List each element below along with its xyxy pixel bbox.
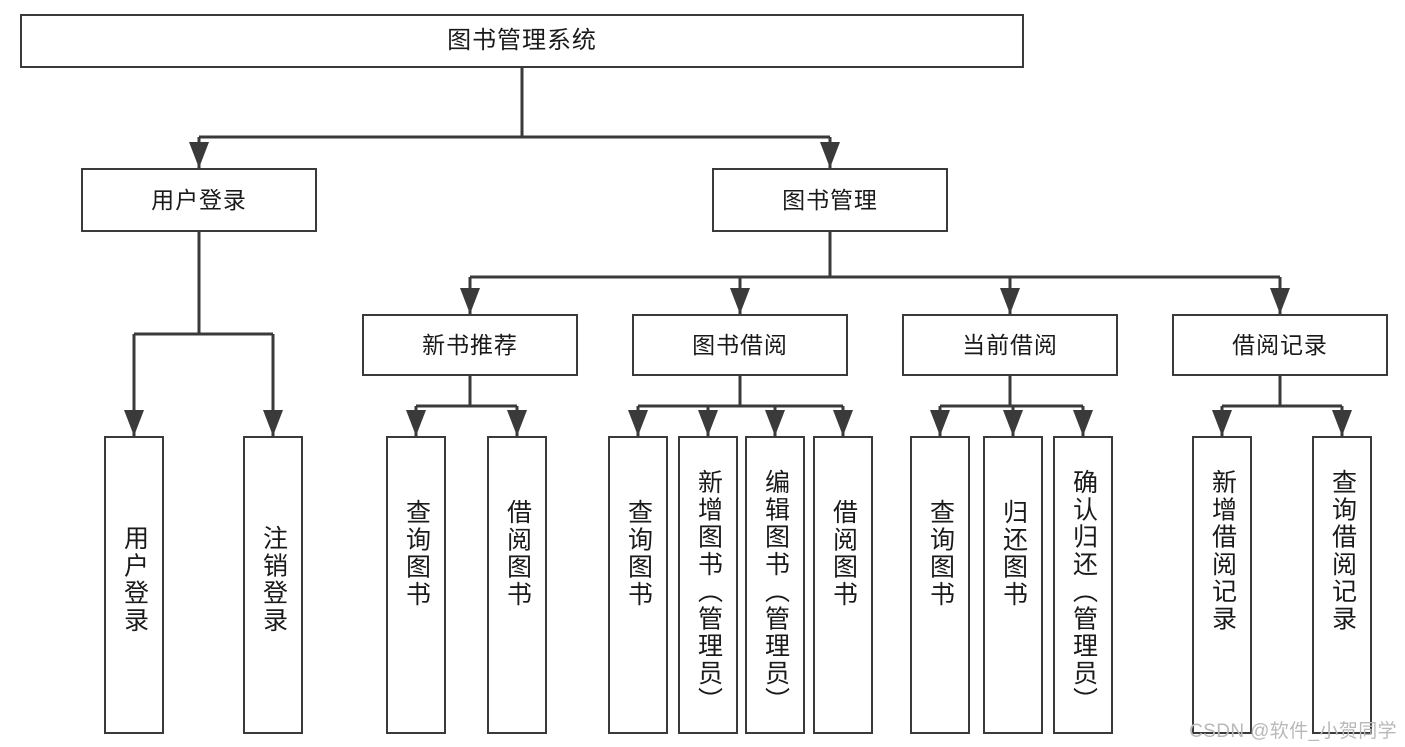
node-label: 新增借阅记录 [1208,469,1237,633]
node-user-login[interactable]: 用户登录 [81,168,317,232]
connector-arrowhead [1003,410,1023,436]
node-leaf-edit-book[interactable]: 编辑图书（管理员） [745,436,805,734]
connector-arrowhead [406,410,426,436]
connector-arrowhead [628,410,648,436]
connector-arrowhead [507,410,527,436]
node-label: 编辑图书（管理员） [761,469,790,715]
node-leaf-logout[interactable]: 注销登录 [243,436,303,734]
node-book-manage[interactable]: 图书管理 [712,168,948,232]
connector-arrowhead [730,288,750,314]
node-label: 图书管理 [782,186,878,213]
node-label: 确认归还（管理员） [1069,469,1098,715]
node-leaf-query-book-1[interactable]: 查询图书 [386,436,446,734]
node-leaf-borrow-book-1[interactable]: 借阅图书 [487,436,547,734]
node-label: 新增图书（管理员） [694,469,723,715]
connector-arrowhead [1000,288,1020,314]
node-leaf-confirm-return[interactable]: 确认归还（管理员） [1053,436,1113,734]
node-current-borrow[interactable]: 当前借阅 [902,314,1118,376]
node-label: 注销登录 [259,525,288,634]
node-leaf-query-book-3[interactable]: 查询图书 [910,436,970,734]
connector-arrowhead [765,410,785,436]
connector-arrowhead [820,142,840,168]
node-label: 新书推荐 [422,331,518,358]
connector-arrowhead [833,410,853,436]
node-leaf-query-book-2[interactable]: 查询图书 [608,436,668,734]
node-label: 用户登录 [151,186,247,213]
node-leaf-query-record[interactable]: 查询借阅记录 [1312,436,1372,734]
connector-arrowhead [124,410,144,436]
node-leaf-add-record[interactable]: 新增借阅记录 [1192,436,1252,734]
node-label: 用户登录 [120,525,149,634]
node-label: 图书管理系统 [447,27,597,55]
node-root[interactable]: 图书管理系统 [20,14,1024,68]
connector-arrowhead [1270,288,1290,314]
node-leaf-borrow-book-2[interactable]: 借阅图书 [813,436,873,734]
node-label: 查询图书 [624,499,653,608]
node-label: 借阅记录 [1232,331,1328,358]
node-label: 查询图书 [402,499,431,608]
node-book-borrow[interactable]: 图书借阅 [632,314,848,376]
node-label: 图书借阅 [692,331,788,358]
node-label: 查询图书 [926,499,955,608]
node-label: 查询借阅记录 [1328,469,1357,633]
node-label: 借阅图书 [829,499,858,608]
node-leaf-add-book[interactable]: 新增图书（管理员） [678,436,738,734]
connector-arrowhead [1212,410,1232,436]
connector-arrowhead [1332,410,1352,436]
connector-arrowhead [930,410,950,436]
node-leaf-user-login[interactable]: 用户登录 [104,436,164,734]
node-label: 当前借阅 [962,331,1058,358]
connector-arrowhead [189,142,209,168]
connector-arrowhead [698,410,718,436]
node-borrow-record[interactable]: 借阅记录 [1172,314,1388,376]
connector-arrowhead [263,410,283,436]
node-label: 归还图书 [999,499,1028,608]
node-label: 借阅图书 [503,499,532,608]
node-leaf-return-book[interactable]: 归还图书 [983,436,1043,734]
node-new-book-rec[interactable]: 新书推荐 [362,314,578,376]
connector-arrowhead [460,288,480,314]
connector-arrowhead [1073,410,1093,436]
